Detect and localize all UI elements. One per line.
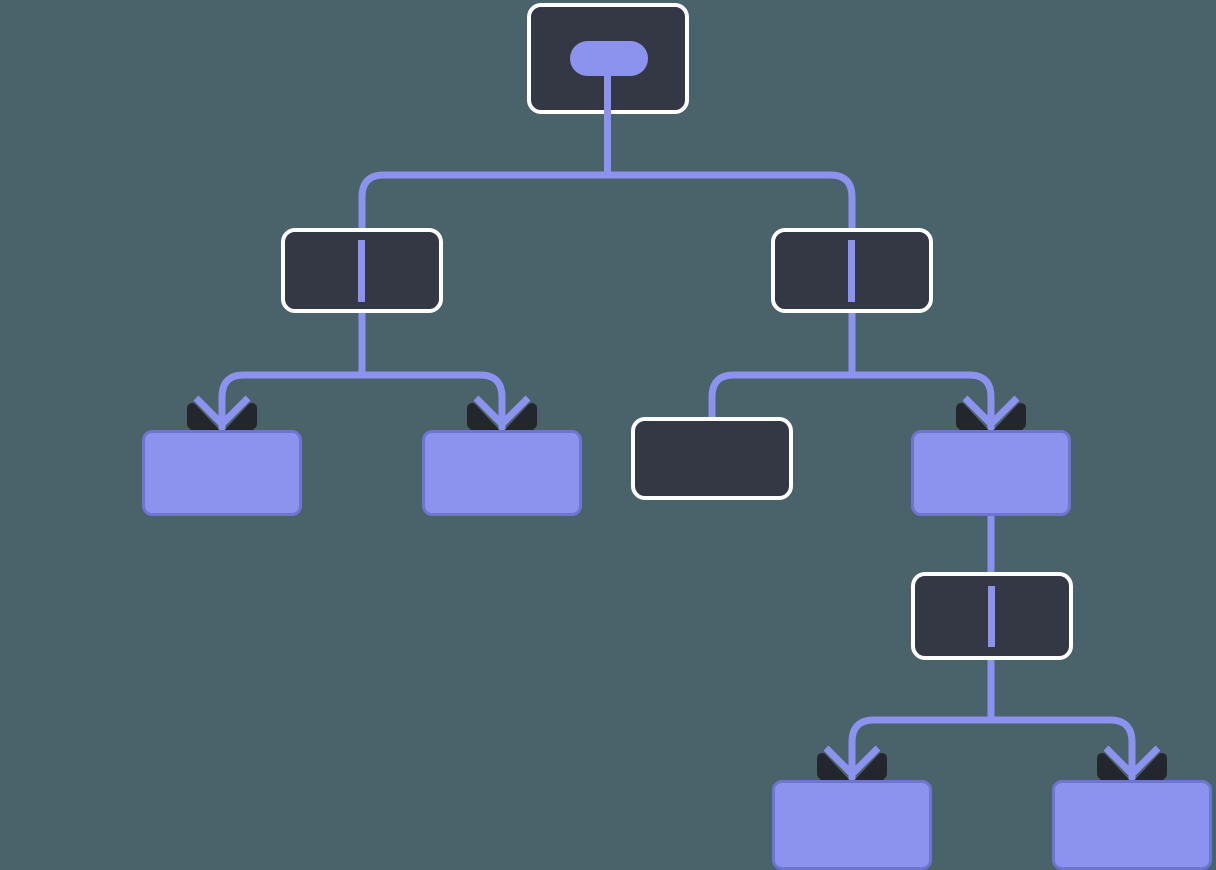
connector-edge — [358, 114, 611, 228]
connector-edge — [604, 114, 856, 228]
arrowhead-chevron-front-icon — [1103, 745, 1161, 779]
arrowhead-chevron-front-icon — [193, 395, 251, 429]
connector-edge — [708, 313, 856, 417]
node-l2-right-passthrough-line — [848, 240, 855, 302]
node-l2-left-passthrough-line — [358, 240, 365, 302]
node-l3-b[interactable] — [422, 430, 582, 516]
connector-edge — [218, 313, 366, 436]
arrowhead-chevron-front-icon — [473, 395, 531, 429]
connector-edge — [987, 660, 1136, 786]
node-l5-a[interactable] — [772, 780, 932, 870]
node-l3-d[interactable] — [911, 430, 1071, 516]
node-l3-a[interactable] — [142, 430, 302, 516]
connector-edge — [358, 313, 506, 436]
node-l5-b[interactable] — [1052, 780, 1212, 870]
connector-edge — [848, 660, 995, 786]
arrowhead-chevron-front-icon — [962, 395, 1020, 429]
node-l3-c[interactable] — [631, 417, 793, 500]
node-root-stub-line — [604, 60, 611, 114]
node-l4-passthrough-line — [988, 586, 995, 647]
connector-edge — [848, 313, 995, 436]
arrowhead-chevron-front-icon — [823, 745, 881, 779]
